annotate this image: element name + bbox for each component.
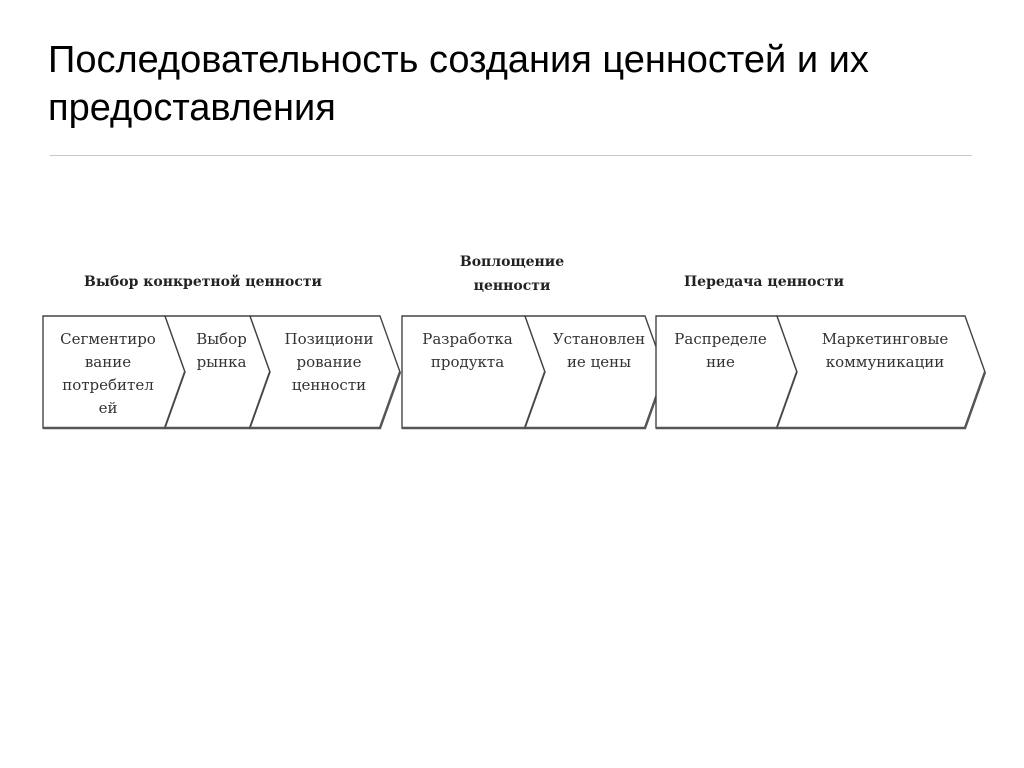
chevron-step-label: вание (85, 353, 131, 371)
chevron-step-label: Распределе (674, 330, 767, 348)
chevron-step-label: Установлен (553, 330, 645, 348)
chevron-step-label: ние (706, 353, 735, 371)
chevron-shadow (250, 371, 402, 430)
stage-group-label: Выбор конкретной ценности (84, 273, 322, 290)
chevron-step-label: Выбор (196, 330, 247, 348)
chevron-step-label: ие цены (567, 353, 631, 371)
chevron-step-label: Маркетинговые (822, 330, 949, 348)
title-divider (50, 155, 972, 156)
chevron-shadow (777, 371, 987, 430)
chevron-step-label: Позициони (285, 330, 374, 348)
chevron-step-label: Разработка (422, 330, 512, 348)
slide-title: Последовательность создания ценностей и … (48, 39, 869, 129)
chevron-step-label: коммуникации (826, 353, 945, 371)
chevron-step-label: ей (99, 399, 118, 417)
chevron-step-label: потребител (62, 376, 154, 394)
chevron-step-label: продукта (431, 353, 504, 371)
chevron-step-label: рынка (197, 353, 247, 371)
stage-group-label: Передача ценности (684, 274, 844, 290)
stage-group-label: Воплощение (460, 254, 564, 270)
chevron-step-label: рование (297, 353, 362, 371)
chevron-step-label: ценности (292, 376, 366, 394)
stage-group-label: ценности (474, 278, 551, 294)
chevron-step-label: Сегментиро (60, 330, 156, 348)
